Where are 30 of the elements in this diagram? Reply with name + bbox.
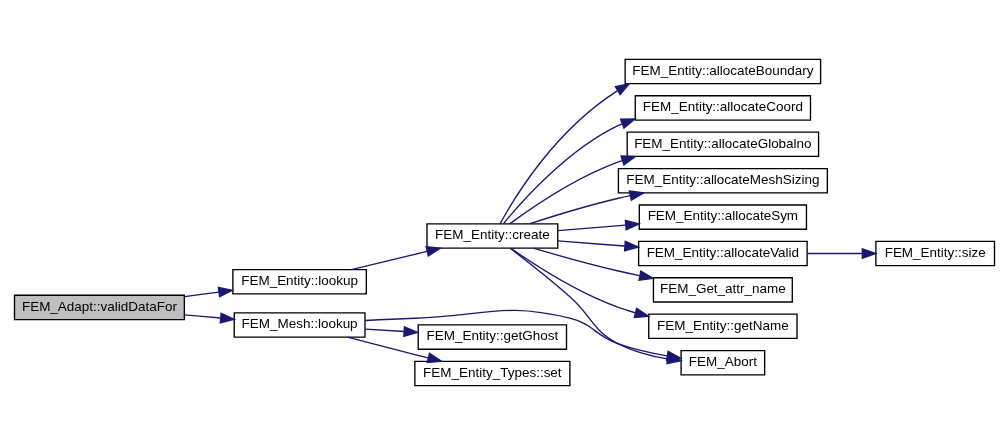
node-box: FEM_Entity::allocateValid bbox=[637, 240, 808, 266]
arrow bbox=[346, 336, 443, 363]
node-box: FEM_Entity::create bbox=[425, 222, 558, 249]
node-box: FEM_Entity::allocateMeshSizing bbox=[617, 167, 828, 193]
node-box: FEM_Entity::allocateCoord bbox=[634, 94, 811, 121]
arrow bbox=[350, 245, 442, 270]
arrow bbox=[499, 82, 631, 224]
arrow bbox=[528, 189, 646, 224]
arrow bbox=[364, 325, 420, 337]
node-box: FEM_Entity::getName bbox=[647, 313, 798, 339]
arrow bbox=[556, 239, 640, 252]
arrow bbox=[502, 117, 637, 224]
node-box: FEM_Mesh::lookup bbox=[233, 311, 366, 338]
arrow bbox=[532, 246, 655, 281]
arrow bbox=[183, 286, 234, 298]
node-box: FEM_Abort bbox=[679, 349, 765, 375]
arrow bbox=[183, 311, 236, 324]
node-box: FEM_Entity::allocateBoundary bbox=[623, 58, 821, 84]
node-box: FEM_Entity::size bbox=[874, 240, 995, 266]
node-box: FEM_Entity::getGhost bbox=[417, 323, 567, 350]
node-box: FEM_Get_attr_name bbox=[652, 276, 793, 303]
node-box: FEM_Adapt::validDataFor bbox=[13, 294, 185, 320]
arrow bbox=[509, 246, 651, 318]
node-box: FEM_Entity_Types::set bbox=[413, 360, 571, 386]
node-box: FEM_Entity::allocateGlobalno bbox=[626, 131, 819, 157]
node-box: FEM_Entity::allocateSym bbox=[638, 203, 807, 230]
arrow bbox=[508, 154, 637, 224]
arrow bbox=[556, 218, 641, 231]
node-box: FEM_Entity::lookup bbox=[231, 268, 367, 295]
arrow bbox=[806, 247, 878, 259]
